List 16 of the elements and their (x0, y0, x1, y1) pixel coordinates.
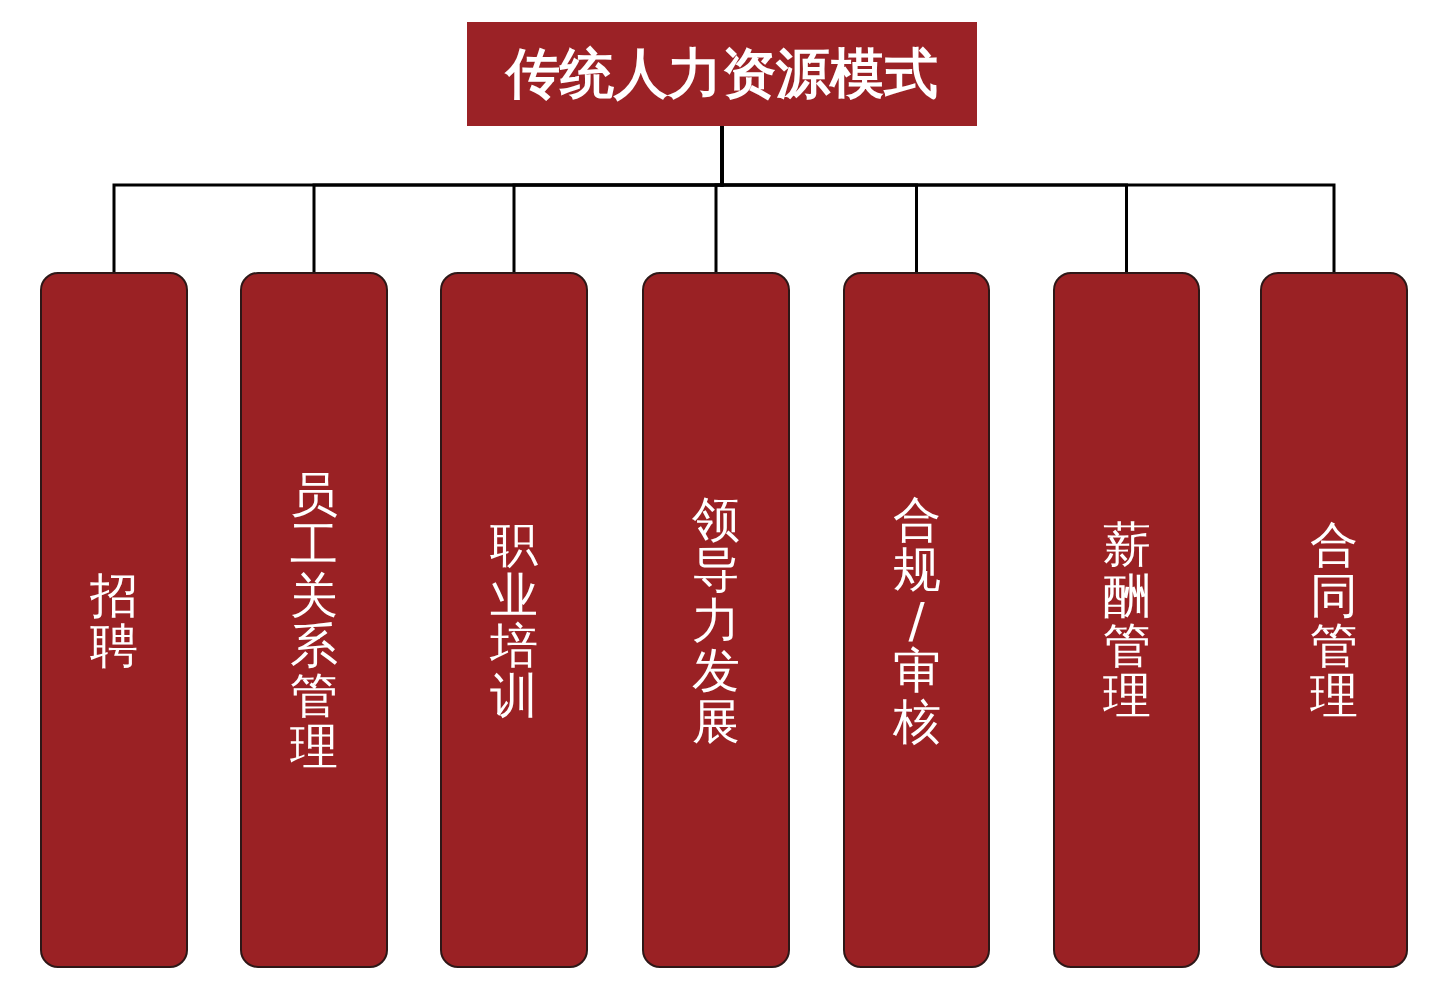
column-label: 合同管理 (1310, 519, 1358, 721)
heading-text: 传统人力资源模式 (506, 47, 938, 101)
column-label: 职业培训 (490, 519, 538, 721)
category-column (642, 272, 790, 968)
category-column (1260, 272, 1408, 968)
category-column (843, 272, 990, 968)
column-label: 薪酬管理 (1102, 519, 1151, 721)
column-label: 合规/审核 (892, 494, 941, 746)
column-label: 员工关系管理 (290, 468, 338, 772)
category-column (240, 272, 388, 968)
column-label: 领导力发展 (692, 494, 740, 746)
category-column (1053, 272, 1200, 968)
heading-banner (467, 22, 977, 126)
column-label: 招聘 (90, 569, 138, 671)
category-column (40, 272, 188, 968)
category-column (440, 272, 588, 968)
